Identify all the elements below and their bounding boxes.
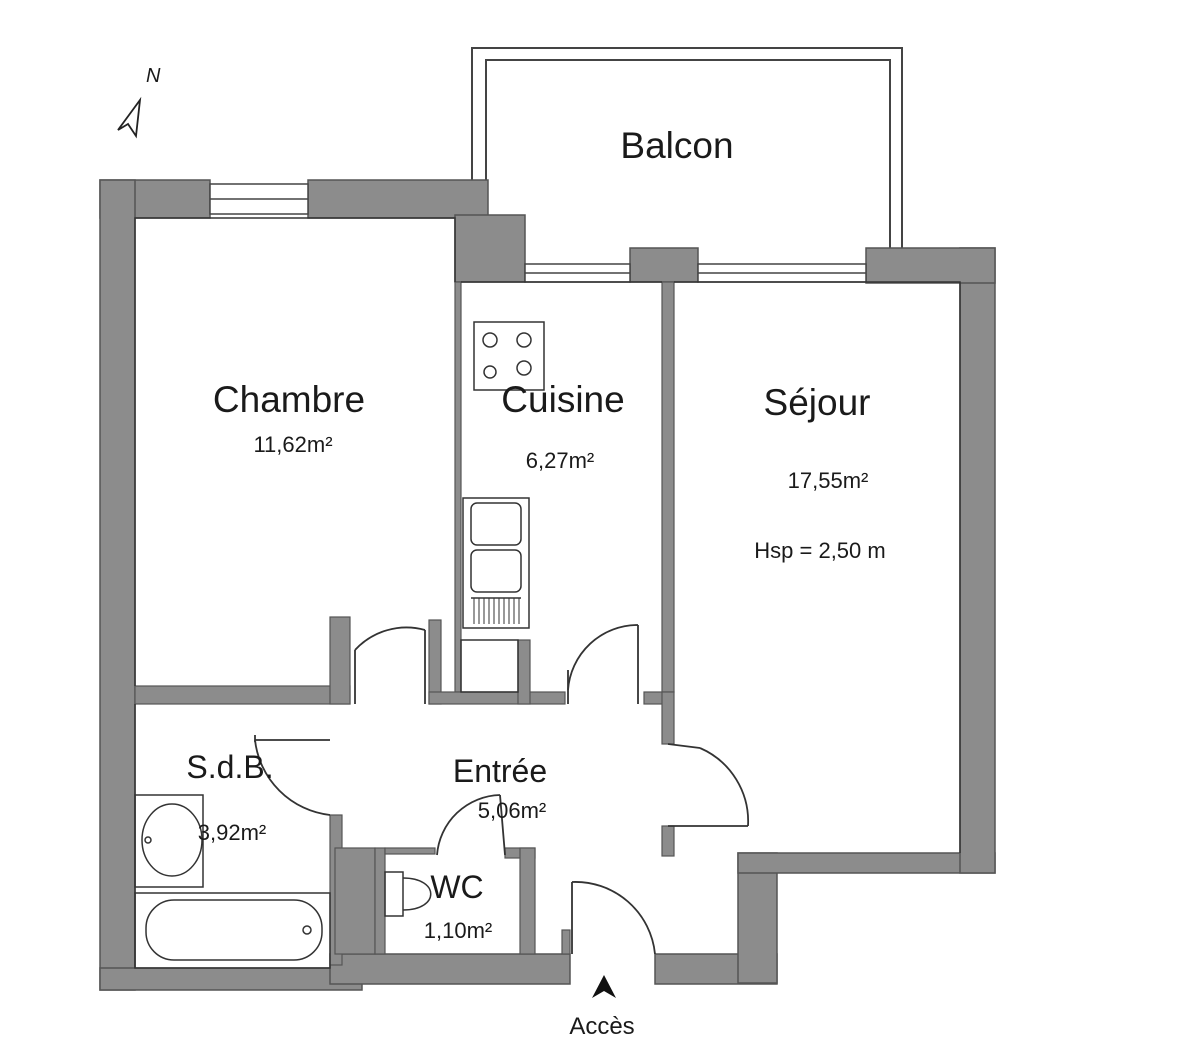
exterior-walls bbox=[99, 179, 996, 991]
access-arrow-icon bbox=[592, 975, 616, 998]
room-area-chambre: 11,62m² bbox=[253, 432, 332, 457]
room-area-wc: 1,10m² bbox=[424, 918, 492, 943]
ceiling-height-note: Hsp = 2,50 m bbox=[754, 538, 885, 563]
room-area-sejour: 17,55m² bbox=[788, 468, 869, 493]
kitchen-sink bbox=[462, 497, 530, 629]
cooktop-burner bbox=[516, 360, 532, 376]
doors bbox=[254, 624, 749, 955]
room-area-sdb: 3,92m² bbox=[198, 820, 266, 845]
room-area-entree: 5,06m² bbox=[478, 798, 546, 823]
room-name-cuisine: Cuisine bbox=[501, 379, 624, 420]
room-name-wc: WC bbox=[430, 869, 483, 905]
room-name-balcon: Balcon bbox=[620, 125, 733, 166]
bathtub bbox=[134, 892, 331, 969]
north-arrow-icon bbox=[117, 96, 142, 139]
cooktop-burner bbox=[483, 365, 497, 379]
washbasin bbox=[134, 794, 204, 888]
room-name-sejour: Séjour bbox=[764, 382, 871, 423]
access-label: Accès bbox=[569, 1013, 634, 1040]
bathroom-fixtures bbox=[134, 794, 331, 969]
kitchen-fixtures bbox=[460, 321, 545, 693]
cooktop-burner bbox=[516, 332, 532, 348]
cooktop bbox=[473, 321, 545, 391]
room-name-chambre: Chambre bbox=[213, 379, 365, 420]
room-name-sdb: S.d.B. bbox=[186, 749, 273, 785]
balcony-railing bbox=[471, 47, 903, 250]
windows bbox=[209, 183, 867, 283]
toilet-fixture bbox=[384, 871, 432, 917]
interior-walls bbox=[134, 281, 675, 966]
compass-label: N bbox=[146, 65, 161, 87]
room-area-cuisine: 6,27m² bbox=[526, 448, 594, 473]
room-name-entree: Entrée bbox=[453, 753, 547, 789]
cooktop-burner bbox=[482, 332, 498, 348]
